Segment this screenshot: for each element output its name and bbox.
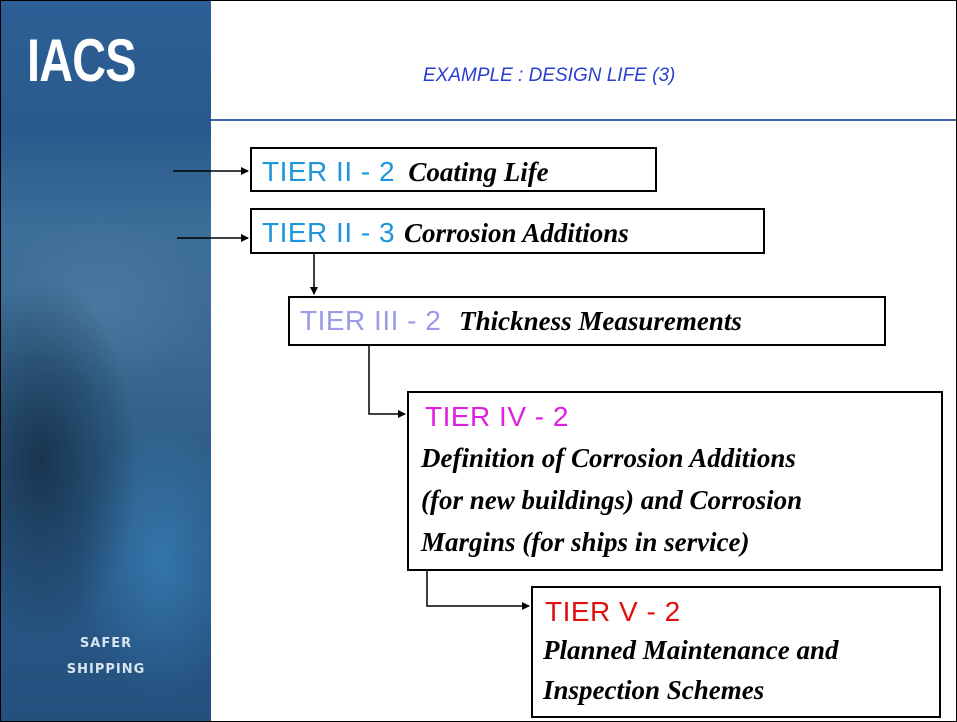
tier-box-iv-2: TIER IV - 2 Definition of Corrosion Addi… xyxy=(407,391,943,571)
description-line: Planned Maintenance and xyxy=(543,635,839,665)
description-line: Margins (for ships in service) xyxy=(421,527,750,557)
arrow-tier-iv-2-to-v-2 xyxy=(426,571,530,610)
tier-label: TIER III - 2 xyxy=(300,305,442,336)
tagline-line-1: SAFER xyxy=(79,636,133,651)
description-line: Definition of Corrosion Additions xyxy=(421,443,796,473)
tier-box-v-2: TIER V - 2 Planned Maintenance and Inspe… xyxy=(531,586,941,718)
tier-description: Definition of Corrosion Additions (for n… xyxy=(421,437,802,563)
tier-label: TIER II - 3 xyxy=(262,217,396,248)
sidebar-tagline: SAFER SHIPPING xyxy=(1,631,211,683)
tagline-line-2: SHIPPING xyxy=(66,662,146,677)
tier-label: TIER II - 2 xyxy=(262,156,396,187)
tier-box-ii-2: TIER II - 2 Coating Life xyxy=(250,147,657,192)
tier-box-iii-2: TIER III - 2 Thickness Measurements xyxy=(288,296,886,346)
tier-label: TIER V - 2 xyxy=(545,596,681,627)
description-line: Inspection Schemes xyxy=(543,675,765,705)
iacs-logo: IACS xyxy=(27,27,136,94)
header-divider xyxy=(211,119,956,121)
tier-description: Thickness Measurements xyxy=(459,306,742,336)
tier-description: Coating Life xyxy=(408,157,549,187)
arrow-tier-iii-2-to-iv-2 xyxy=(368,346,406,418)
sidebar-panel: IACS SAFER SHIPPING xyxy=(1,1,211,721)
tier-label: TIER IV - 2 xyxy=(425,401,569,432)
slide-title: EXAMPLE : DESIGN LIFE (3) xyxy=(423,65,676,86)
tier-description: Corrosion Additions xyxy=(403,218,629,248)
description-line: (for new buildings) and Corrosion xyxy=(421,485,803,515)
tier-box-ii-3: TIER II - 3 Corrosion Additions xyxy=(250,208,765,254)
tier-description: Planned Maintenance and Inspection Schem… xyxy=(543,630,839,710)
